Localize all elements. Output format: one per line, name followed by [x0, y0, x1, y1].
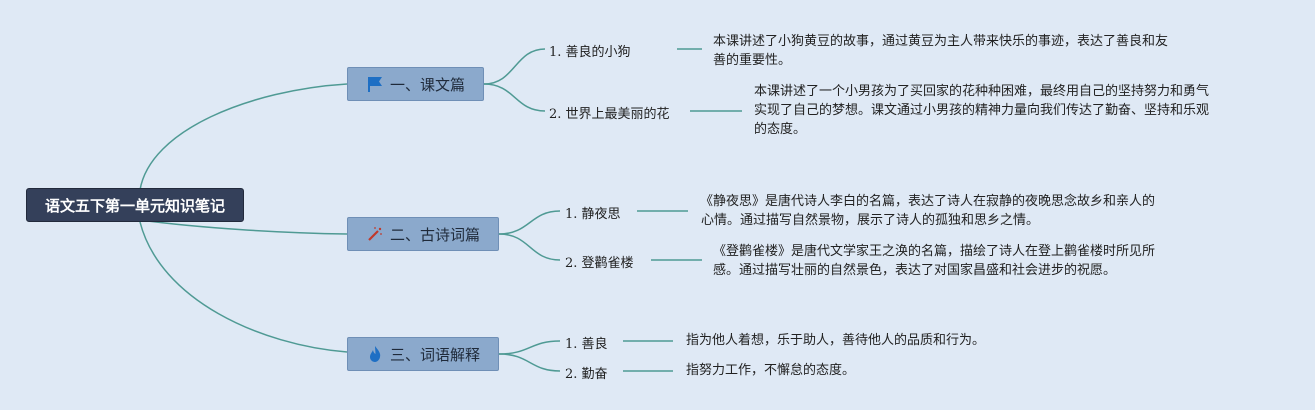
leaf-word-2[interactable]: 2. 勤奋 — [565, 367, 608, 382]
connector-b2-item1 — [498, 210, 561, 235]
flame-icon — [366, 345, 384, 363]
connector-b2-item2 — [498, 233, 561, 261]
leaf-lesson-1[interactable]: 1. 善良的小狗 — [549, 45, 631, 60]
desc-poem-1: 《静夜思》是唐代诗人李白的名篇，表达了诗人在寂静的夜晚思念故乡和亲人的 心情。通… — [700, 192, 1220, 230]
root-label: 语文五下第一单元知识笔记 — [44, 196, 225, 215]
desc-line: 感。通过描写壮丽的自然景色，表达了对国家昌盛和社会进步的祝愿。 — [713, 263, 1117, 278]
desc-line: 指努力工作，不懈怠的态度。 — [686, 363, 856, 378]
branch-label: 三、词语解释 — [389, 345, 480, 364]
desc-line: 《登鹳雀楼》是唐代文学家王之涣的名篇，描绘了诗人在登上鹳雀楼时所见所 — [713, 244, 1156, 259]
desc-line: 的态度。 — [754, 122, 807, 137]
leaf-poem-1[interactable]: 1. 静夜思 — [565, 207, 621, 222]
leaf-poem-2[interactable]: 2. 登鹳雀楼 — [565, 256, 634, 271]
connector-b1-item1 — [483, 48, 546, 85]
branch-label: 一、课文篇 — [389, 75, 465, 94]
branch-node-poems[interactable]: 二、古诗词篇 — [347, 217, 499, 251]
desc-line: 指为他人着想，乐于助人，善待他人的品质和行为。 — [686, 333, 986, 348]
branch-node-lessons[interactable]: 一、课文篇 — [347, 67, 484, 101]
connector-b1-item2 — [483, 83, 546, 112]
desc-line: 本课讲述了一个小男孩为了买回家的花种种困难，最终用自己的坚持努力和勇气 — [754, 84, 1210, 99]
leaf-lesson-2[interactable]: 2. 世界上最美丽的花 — [549, 107, 670, 122]
desc-lesson-1: 本课讲述了小狗黄豆的故事，通过黄豆为主人带来快乐的事迹，表达了善良和友 善的重要… — [713, 32, 1233, 70]
desc-line: 善的重要性。 — [713, 53, 792, 68]
desc-lesson-2: 本课讲述了一个小男孩为了买回家的花种种困难，最终用自己的坚持努力和勇气 实现了自… — [754, 82, 1274, 139]
desc-poem-2: 《登鹳雀楼》是唐代文学家王之涣的名篇，描绘了诗人在登上鹳雀楼时所见所 感。通过描… — [713, 242, 1233, 280]
desc-line: 本课讲述了小狗黄豆的故事，通过黄豆为主人带来快乐的事迹，表达了善良和友 — [713, 34, 1169, 49]
leaf-word-1[interactable]: 1. 善良 — [565, 337, 608, 352]
connector-b3-item1 — [498, 340, 561, 355]
desc-word-1: 指为他人着想，乐于助人，善待他人的品质和行为。 — [686, 331, 1206, 350]
desc-line: 实现了自己的梦想。课文通过小男孩的精神力量向我们传达了勤奋、坚持和乐观 — [754, 103, 1210, 118]
connector-root-branch-1 — [139, 83, 348, 191]
connector-b3-item2 — [498, 353, 561, 372]
branch-label: 二、古诗词篇 — [389, 225, 480, 244]
flag-icon — [366, 75, 384, 93]
desc-line: 心情。通过描写自然景物，展示了诗人的孤独和思乡之情。 — [701, 213, 1040, 228]
magic-wand-icon — [366, 225, 384, 243]
desc-line: 《静夜思》是唐代诗人李白的名篇，表达了诗人在寂静的夜晚思念故乡和亲人的 — [700, 194, 1156, 209]
root-node[interactable]: 语文五下第一单元知识笔记 — [26, 188, 244, 222]
connector-root-branch-3 — [139, 221, 348, 353]
branch-node-vocab[interactable]: 三、词语解释 — [347, 337, 499, 371]
desc-word-2: 指努力工作，不懈怠的态度。 — [686, 361, 1206, 380]
connector-root-branch-2 — [139, 219, 348, 235]
